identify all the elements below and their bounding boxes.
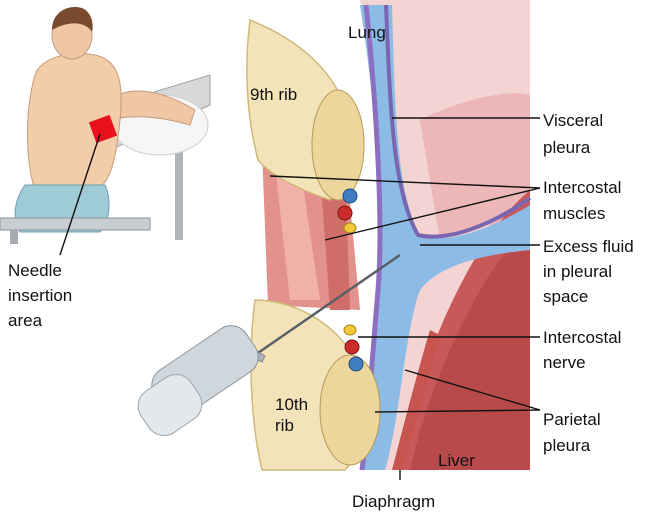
label-lung: Lung	[348, 23, 386, 42]
label-diaphragm: Diaphragm	[352, 492, 435, 511]
label-needle-l1: Needle	[8, 261, 62, 280]
label-needle-l2: insertion	[8, 286, 72, 305]
label-needle-insertion-area: Needle insertion area	[8, 261, 77, 330]
label-visceral-pleura-l1: Visceral	[543, 111, 603, 130]
patient-inset	[0, 0, 210, 255]
label-liver: Liver	[438, 451, 475, 470]
label-intercostal-nerve-l2: nerve	[543, 353, 586, 372]
label-10th-rib-line2: rib	[275, 416, 294, 435]
label-excess-fluid: Excess fluid in pleural space	[543, 237, 638, 306]
label-visceral-pleura: Visceral pleura	[543, 111, 608, 157]
label-excess-fluid-l2: in pleural	[543, 262, 612, 281]
label-parietal-pleura-l1: Parietal	[543, 410, 601, 429]
label-needle-l3: area	[8, 311, 43, 330]
label-intercostal-nerve-l1: Intercostal	[543, 328, 621, 347]
label-intercostal-muscles: Intercostal muscles	[543, 178, 626, 223]
label-parietal-pleura-l2: pleura	[543, 436, 591, 455]
label-parietal-pleura: Parietal pleura	[543, 410, 605, 455]
label-excess-fluid-l3: space	[543, 287, 588, 306]
label-intercostal-muscles-l2: muscles	[543, 204, 605, 223]
label-visceral-pleura-l2: pleura	[543, 138, 591, 157]
label-10th-rib-line1: 10th	[275, 395, 308, 414]
label-excess-fluid-l1: Excess fluid	[543, 237, 634, 256]
label-9th-rib: 9th rib	[250, 85, 297, 104]
label-intercostal-nerve: Intercostal nerve	[543, 328, 626, 372]
label-intercostal-muscles-l1: Intercostal	[543, 178, 621, 197]
